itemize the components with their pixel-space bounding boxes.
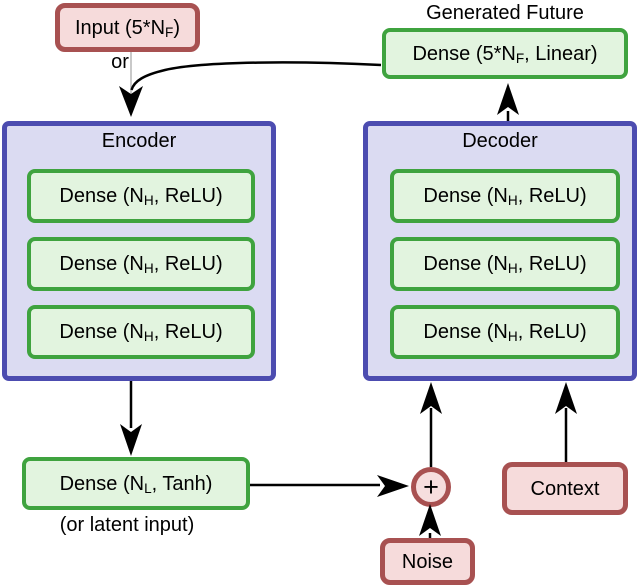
noise-to-sum-arrowhead: [419, 504, 441, 536]
or-label: or: [111, 51, 129, 73]
encoder-to-latent-arrowhead: [120, 424, 142, 456]
latent-alt-label: (or latent input): [59, 514, 195, 536]
encoder-layer-2: Dense (NH, ReLU): [27, 237, 255, 291]
encoder-layer-1-label: Dense (NH, ReLU): [59, 185, 223, 208]
latent-dense-box: Dense (NL, Tanh): [22, 457, 250, 510]
feedback-arrowhead-into-encoder: [119, 86, 143, 117]
context-box: Context: [502, 462, 628, 515]
decoder-layer-3-label: Dense (NH, ReLU): [423, 321, 587, 344]
encoder-layer-1: Dense (NH, ReLU): [27, 169, 255, 223]
sum-to-decoder-arrowhead: [420, 382, 442, 414]
latent-dense-label: Dense (NL, Tanh): [59, 472, 213, 496]
noise-box: Noise: [380, 538, 475, 585]
noise-label: Noise: [401, 550, 454, 573]
input-box: Input (5*NF): [55, 3, 200, 52]
decoder-layer-1-label: Dense (NH, ReLU): [423, 185, 587, 208]
decoder-title: Decoder: [462, 130, 538, 152]
decoder-layer-2: Dense (NH, ReLU): [390, 237, 620, 291]
sum-node: +: [411, 467, 451, 507]
encoder-layer-3: Dense (NH, ReLU): [27, 305, 255, 359]
input-box-label: Input (5*NF): [74, 16, 181, 40]
context-to-decoder-arrowhead: [555, 382, 577, 414]
decoder-layer-2-label: Dense (NH, ReLU): [423, 253, 587, 276]
feedback-curve: [130, 61, 382, 91]
output-dense-label: Dense (5*NF, Linear): [412, 42, 598, 66]
plus-icon: +: [423, 471, 439, 502]
encoder-layer-2-label: Dense (NH, ReLU): [59, 253, 223, 276]
context-label: Context: [530, 477, 600, 500]
encoder-title: Encoder: [101, 130, 177, 152]
output-dense-box: Dense (5*NF, Linear): [382, 28, 628, 79]
decoder-layer-3: Dense (NH, ReLU): [390, 305, 620, 359]
latent-to-sum-arrowhead: [377, 475, 409, 497]
decoder-layer-1: Dense (NH, ReLU): [390, 169, 620, 223]
encoder-layer-3-label: Dense (NH, ReLU): [59, 321, 223, 344]
decoder-to-output-arrowhead: [497, 83, 519, 115]
generated-future-label: Generated Future: [426, 2, 584, 24]
